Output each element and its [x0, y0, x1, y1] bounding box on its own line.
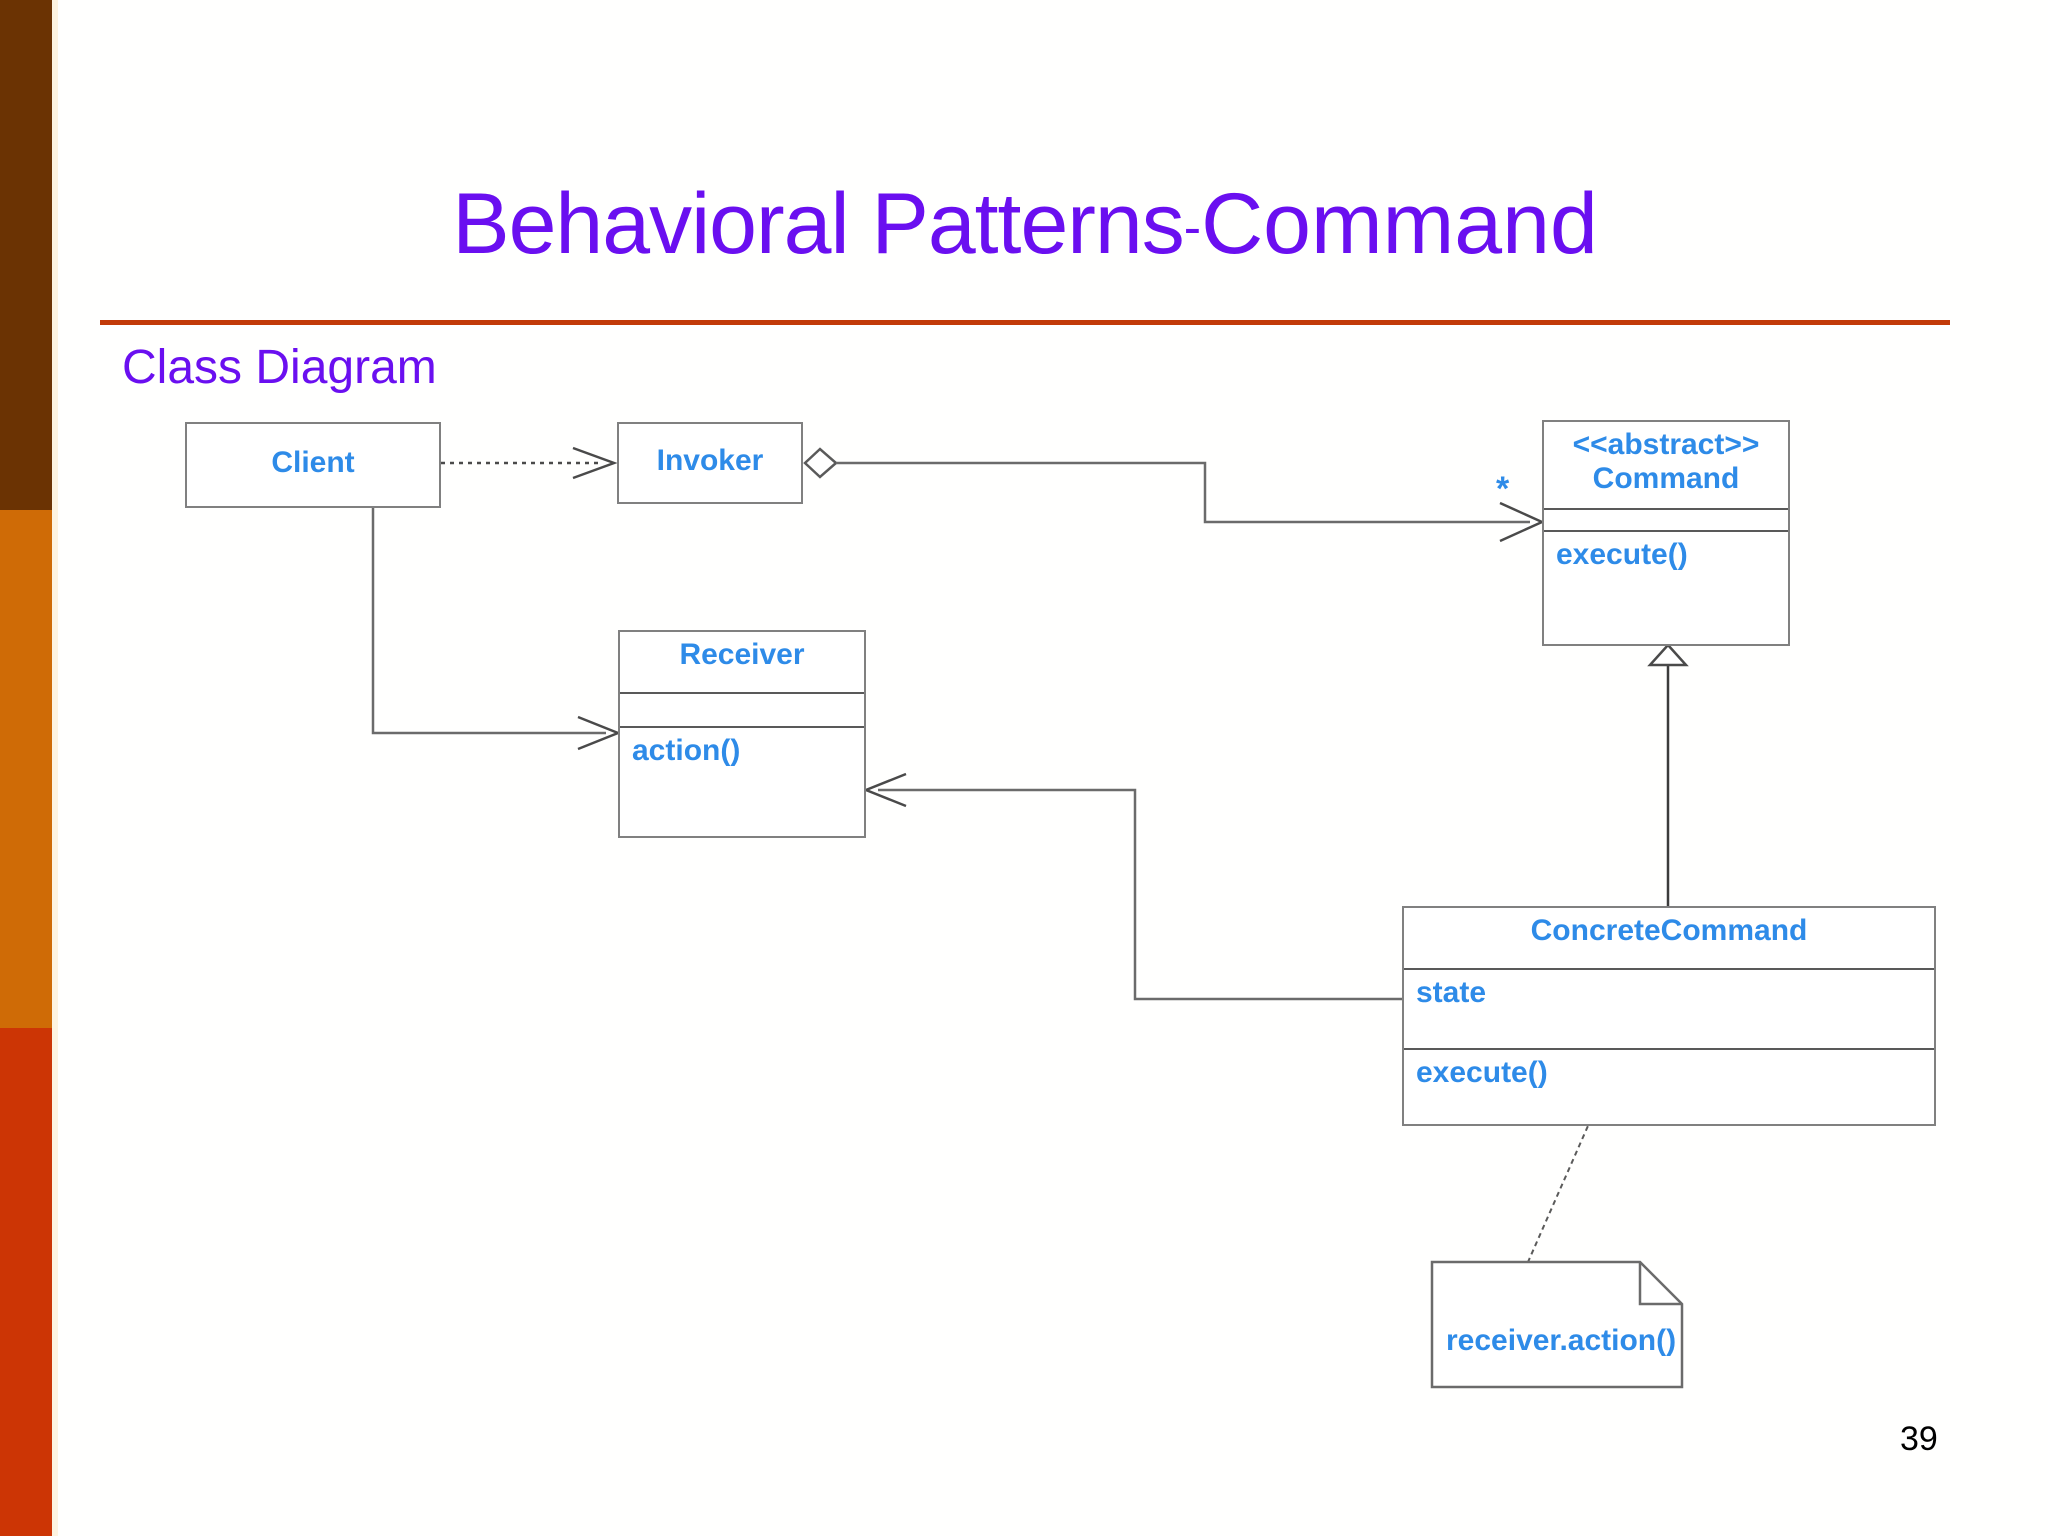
uml-class-receiver-operation-action: action() [632, 734, 741, 767]
title-subject-text: Command [1201, 176, 1598, 272]
uml-class-command-operation-execute: execute() [1556, 538, 1688, 571]
sidebar-band-middle [0, 510, 52, 1028]
sidebar-band-top [0, 0, 52, 510]
decorative-sidebar [0, 0, 52, 1536]
uml-class-receiver-attributes [620, 694, 864, 726]
sidebar-edge-stripe [52, 0, 58, 1536]
uml-class-concretecommand-header: ConcreteCommand [1404, 908, 1934, 968]
uml-class-concretecommand-name: ConcreteCommand [1530, 914, 1808, 947]
uml-class-command-header: <<abstract>> Command [1544, 422, 1788, 508]
uml-class-client[interactable]: Client [185, 422, 441, 508]
uml-class-concretecommand-attributes: state [1404, 970, 1934, 1048]
uml-class-command-attributes [1544, 510, 1788, 530]
uml-class-receiver-separator-1 [620, 692, 864, 694]
uml-class-receiver[interactable]: Receiver action() [618, 630, 866, 838]
connector-concretecommand-to-command [1647, 643, 1689, 906]
uml-class-command-separator-1 [1544, 508, 1788, 510]
title-dash: - [1183, 199, 1202, 257]
multiplicity-label-command: * [1496, 470, 1510, 508]
uml-class-command-stereotype: <<abstract>> [1572, 428, 1760, 461]
connector-invoker-to-command [803, 447, 1546, 543]
uml-class-receiver-separator-2 [620, 726, 864, 728]
uml-class-concretecommand[interactable]: ConcreteCommand state execute() [1402, 906, 1936, 1126]
page-number: 39 [1900, 1420, 1938, 1458]
uml-class-concretecommand-separator-2 [1404, 1048, 1934, 1050]
page-title: Behavioral Patterns-Command [100, 175, 1950, 274]
uml-class-invoker[interactable]: Invoker [617, 422, 803, 504]
uml-class-concretecommand-separator-1 [1404, 968, 1934, 970]
uml-class-concretecommand-attribute-state: state [1416, 976, 1487, 1009]
sidebar-band-bottom [0, 1028, 52, 1536]
uml-class-command-separator-2 [1544, 530, 1788, 532]
uml-class-concretecommand-operation-execute: execute() [1416, 1056, 1548, 1089]
connector-client-to-invoker [441, 446, 618, 480]
uml-note-text: receiver.action() [1446, 1324, 1677, 1357]
uml-class-receiver-name: Receiver [679, 638, 805, 671]
uml-class-command[interactable]: <<abstract>> Command execute() [1542, 420, 1790, 646]
uml-note[interactable]: receiver.action() [1432, 1262, 1682, 1387]
subtitle: Class Diagram [122, 341, 437, 394]
uml-class-receiver-header: Receiver [620, 632, 864, 692]
title-divider-rule [100, 320, 1950, 325]
uml-class-command-name: Command [1592, 461, 1740, 495]
uml-class-client-name: Client [271, 446, 355, 479]
connector-client-to-receiver [371, 508, 622, 751]
connector-concretecommand-to-receiver [862, 772, 1402, 1001]
title-main-text: Behavioral Patterns [452, 176, 1185, 272]
uml-class-invoker-name: Invoker [656, 444, 764, 477]
